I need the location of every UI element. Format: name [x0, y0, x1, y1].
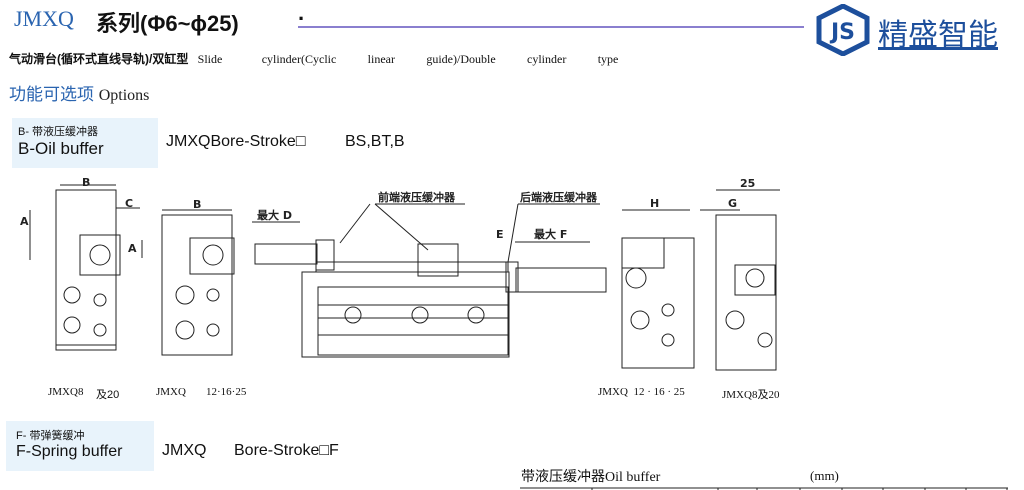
dim-label: A	[128, 242, 137, 255]
subtitle-word: Slide	[197, 52, 223, 66]
caption: JMXQ 12 · 16 · 25	[598, 386, 685, 398]
table-title: 带液压缓冲器Oil buffer	[521, 470, 661, 485]
title-divider	[298, 26, 804, 28]
dim-label: A	[20, 215, 29, 228]
b-option-code: JMXQBore-Stroke□	[166, 133, 306, 150]
dim-label: 最大 F	[534, 227, 567, 241]
b-option-en: B-Oil buffer	[18, 139, 104, 158]
dim-label: G	[728, 197, 737, 210]
subtitle: 气动滑台(循环式直线导轨)/双缸型 Slide cylinder(Cyclic …	[9, 50, 618, 67]
subtitle-word: cylinder	[527, 52, 567, 66]
title-dot: ·	[298, 6, 306, 31]
f-option-code: JMXQ	[162, 442, 207, 459]
b-option-cn: B- 带液压缓冲器	[18, 126, 99, 138]
caption: 12·16·25	[206, 386, 247, 398]
dim-label: 最大 D	[257, 208, 292, 222]
options-cn: 功能可选项	[9, 85, 94, 104]
b-option-suffix: BS,BT,B	[345, 133, 405, 150]
brand-logo: JS	[815, 3, 871, 61]
brand-name: 精盛智能	[878, 19, 998, 52]
table-unit: (mm)	[810, 468, 839, 483]
subtitle-word: cylinder(Cyclic	[261, 52, 337, 66]
f-option-code-suffix: Bore-Stroke□F	[234, 442, 339, 459]
dim-label: 25	[740, 177, 755, 190]
dim-label: 前端液压缓冲器	[378, 190, 456, 204]
page-title: 系列(Φ6~ϕ25)	[96, 11, 239, 36]
f-option-en: F-Spring buffer	[16, 443, 123, 460]
series-name: JMXQ	[14, 6, 74, 31]
dim-label: H	[650, 197, 659, 210]
dim-label: B	[193, 198, 201, 211]
caption: JMXQ8	[48, 386, 84, 398]
dim-label: 后端液压缓冲器	[520, 190, 598, 204]
subtitle-word: linear	[367, 52, 395, 66]
subtitle-word: guide)/Double	[426, 52, 496, 66]
f-option-label: F- 带弹簧缓冲 F-Spring buffer	[6, 421, 154, 471]
caption: 及20	[96, 389, 120, 401]
caption: JMXQ8及20	[722, 389, 780, 401]
subtitle-cn: 气动滑台(循环式直线导轨)/双缸型	[9, 52, 189, 66]
dim-label: C	[125, 197, 133, 210]
f-option-cn: F- 带弹簧缓冲	[16, 430, 85, 442]
svg-text:JS: JS	[829, 20, 855, 45]
subtitle-word: type	[597, 52, 619, 66]
dim-label: B	[82, 176, 90, 189]
caption: JMXQ	[156, 386, 186, 398]
b-option-label: B- 带液压缓冲器 B-Oil buffer	[12, 118, 158, 168]
options-en: Options	[98, 87, 150, 104]
dim-label: E	[496, 228, 504, 241]
options-heading: 功能可选项 Options	[9, 80, 149, 105]
